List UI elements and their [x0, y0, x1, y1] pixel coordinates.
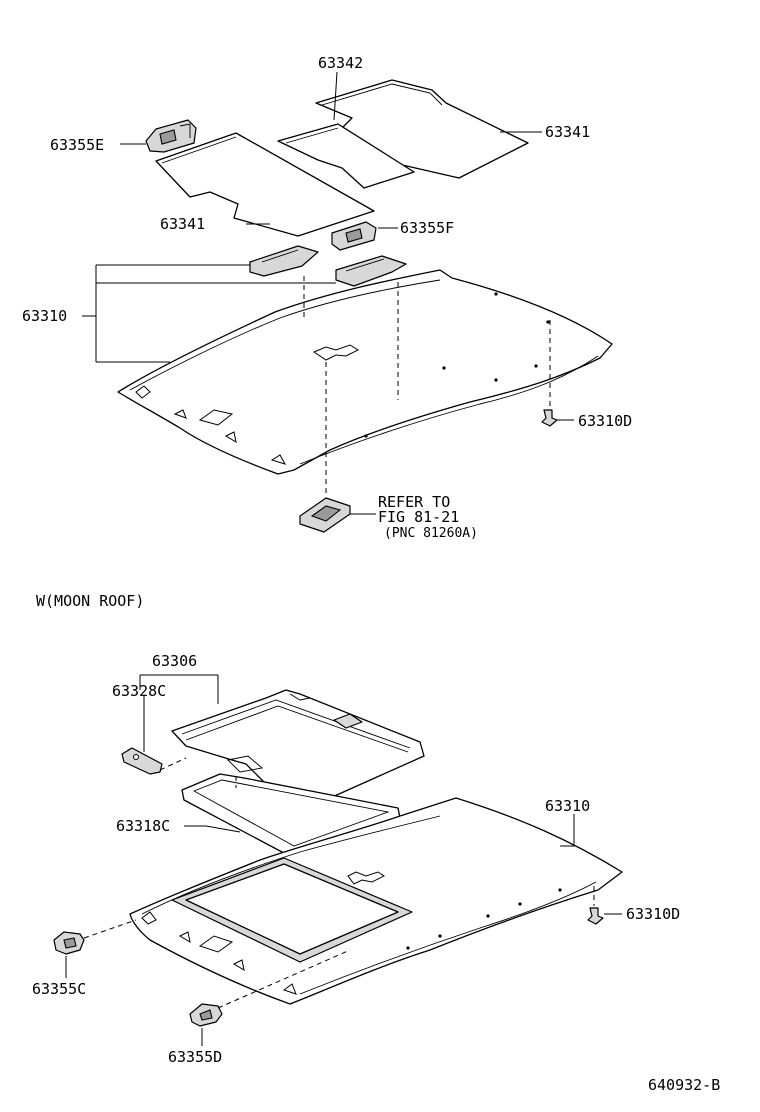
refer-line-1: REFER TO	[378, 493, 450, 511]
refer-line-2: FIG 81-21	[378, 508, 459, 526]
label-63342: 63342	[318, 54, 363, 72]
figure-id: 640932-B	[648, 1076, 720, 1094]
label-63341-right: 63341	[545, 123, 590, 141]
label-63310-lower: 63310	[545, 797, 590, 815]
dome-lamp-reference	[299, 497, 351, 533]
label-63355C: 63355C	[32, 980, 86, 998]
label-63355F: 63355F	[400, 219, 454, 237]
clip-63310D-upper	[541, 409, 558, 427]
headlining-63310-moon-roof	[129, 797, 623, 1005]
label-63355E: 63355E	[50, 136, 104, 154]
label-63328C: 63328C	[112, 682, 166, 700]
clip-63355C	[53, 931, 85, 955]
label-63341-left: 63341	[160, 215, 205, 233]
visor-holder-left	[249, 245, 319, 277]
refer-line-3: (PNC 81260A)	[384, 526, 478, 541]
silencer-pad-63342	[277, 123, 415, 189]
label-63310-upper: 63310	[22, 307, 67, 325]
label-63318C: 63318C	[116, 817, 170, 835]
clip-63355E	[145, 119, 197, 153]
clip-63355F	[331, 221, 377, 251]
section-title-moon-roof: W(MOON ROOF)	[36, 592, 144, 610]
label-63310D-lower: 63310D	[626, 905, 680, 923]
headlining-63310	[117, 269, 613, 475]
holder-63328C	[121, 747, 163, 775]
clip-63310D-lower	[587, 907, 604, 925]
clip-63355D	[189, 1003, 223, 1027]
visor-holder-right	[335, 255, 407, 287]
label-63355D: 63355D	[168, 1048, 222, 1066]
label-63306: 63306	[152, 652, 197, 670]
insulator-pad-63341-front	[155, 132, 375, 237]
label-63310D-upper: 63310D	[578, 412, 632, 430]
